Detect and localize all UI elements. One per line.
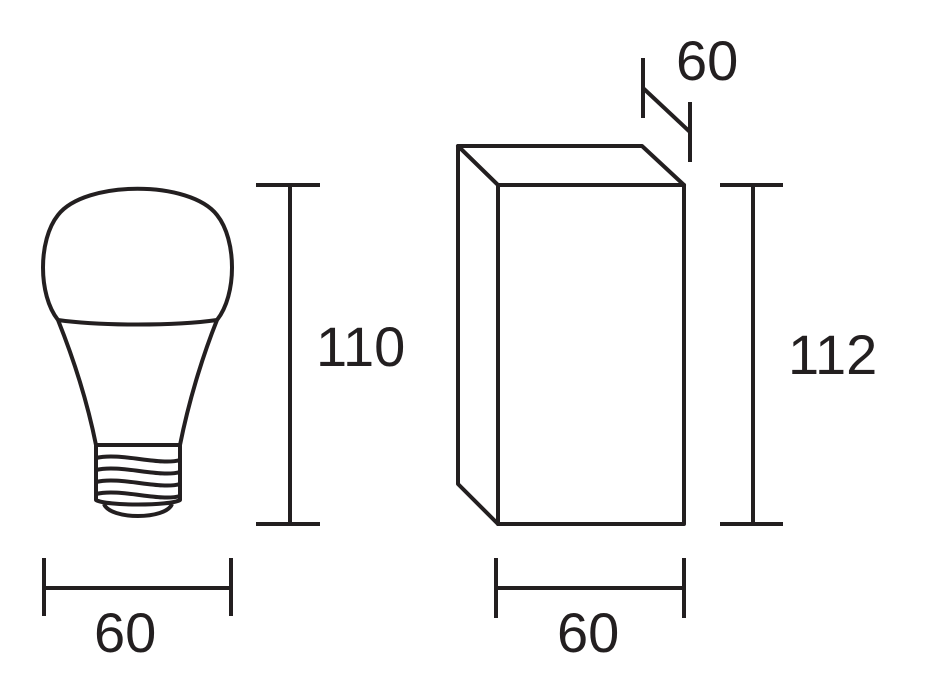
box-width-label: 60 [557,601,619,664]
bulb-thread-1 [95,454,181,464]
box-height-dimension: 112 [720,183,877,526]
bulb-contact-tip [102,502,174,518]
box-depth-dimension: 60 [641,29,738,162]
bulb-thread-4 [95,490,181,500]
bulb-width-dimension: 60 [42,558,233,664]
bulb-diffuser-seam [57,318,218,327]
bulb-drawing [41,186,234,518]
box-side-face [456,144,500,526]
box-front-face [496,183,686,526]
bulb-width-label: 60 [94,601,156,664]
bulb-thread-2 [95,466,181,476]
box-depth-label: 60 [676,29,738,92]
bulb-glass-outline [41,186,234,447]
box-height-label: 112 [788,323,877,386]
box-width-dimension: 60 [494,558,686,664]
bulb-screw-base [94,443,182,507]
bulb-height-label: 110 [316,315,405,378]
bulb-thread-3 [95,478,181,488]
bulb-height-dimension: 110 [256,183,405,526]
box-drawing [456,144,686,526]
